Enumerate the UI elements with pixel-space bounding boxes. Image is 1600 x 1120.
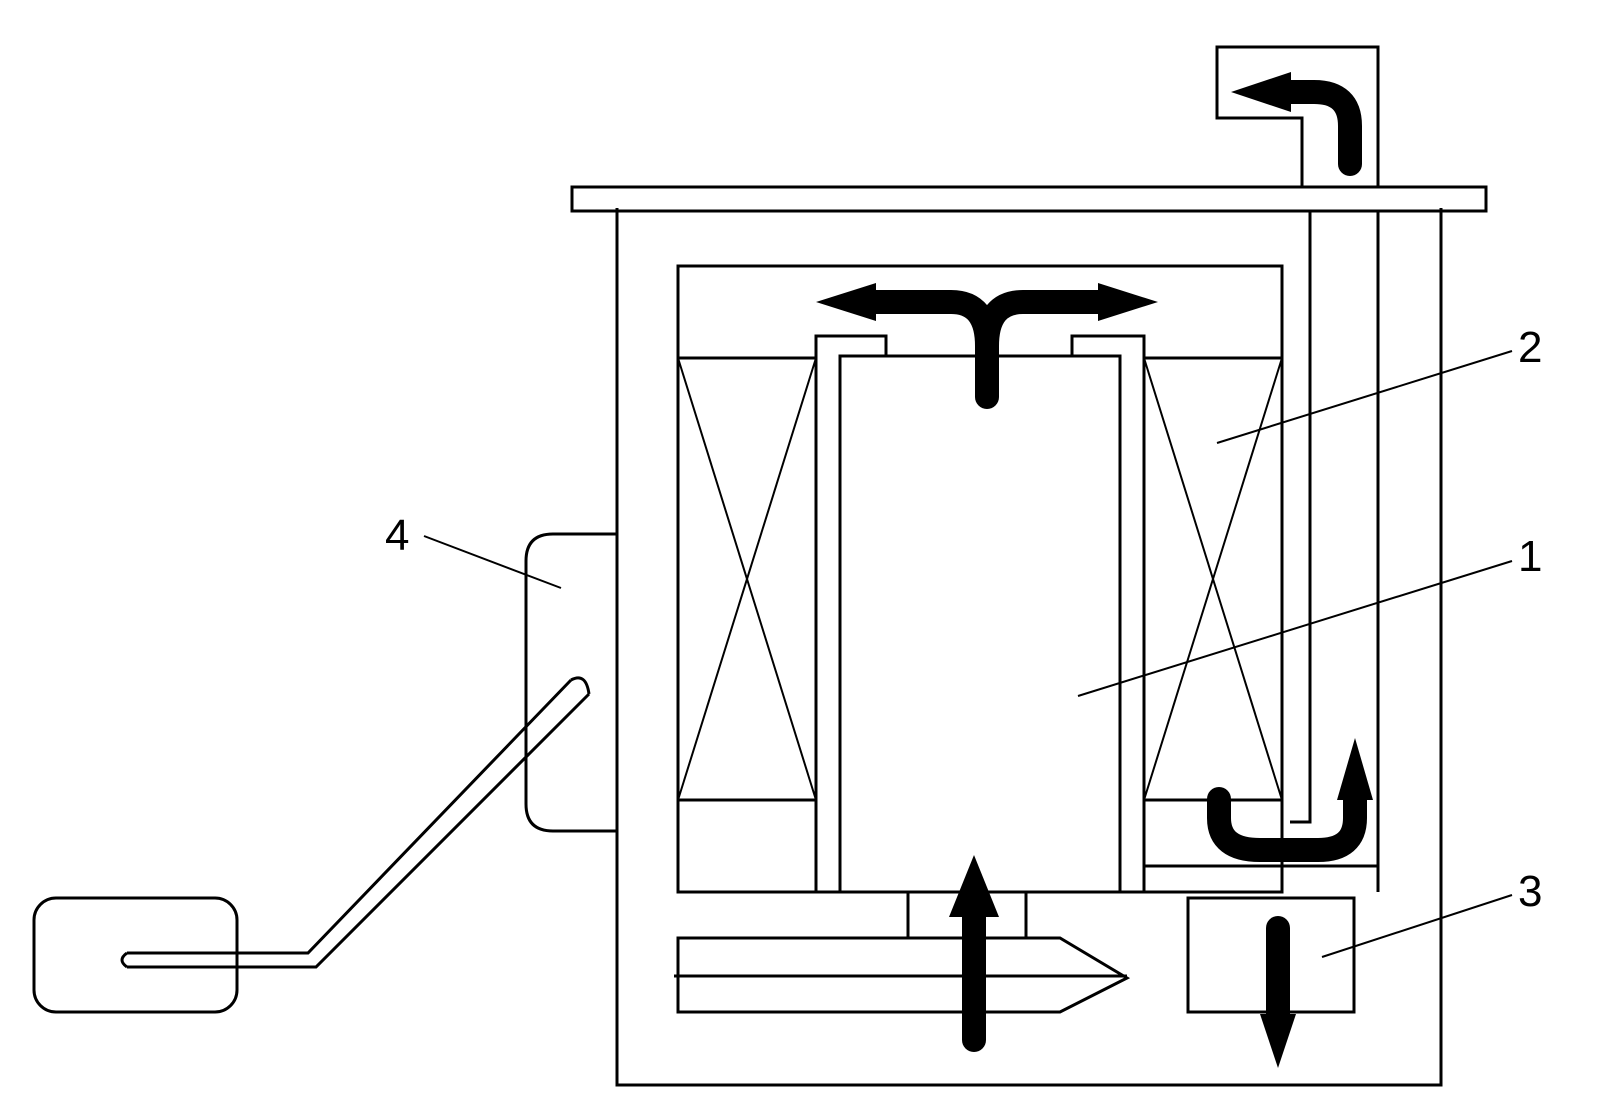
leader-lines bbox=[423, 350, 1513, 958]
callout-4: 4 bbox=[385, 511, 410, 560]
module-flange bbox=[570, 185, 1488, 213]
right-winding bbox=[1142, 356, 1284, 802]
leader-line-3 bbox=[1321, 894, 1513, 958]
level-sender bbox=[32, 532, 617, 1014]
float-arm-end bbox=[120, 951, 128, 969]
callout-3: 3 bbox=[1518, 867, 1543, 916]
u-turn-flow-arrow bbox=[1207, 783, 1367, 862]
sender-housing bbox=[524, 532, 617, 833]
flow-arrow-left bbox=[860, 290, 999, 409]
leader-line-1 bbox=[1077, 560, 1513, 697]
inlet-assembly bbox=[674, 892, 1131, 1014]
outlet-flow-arrow bbox=[1273, 80, 1362, 176]
armature-body bbox=[838, 354, 1122, 894]
float-arm-outer bbox=[127, 678, 573, 955]
inlet-strainer bbox=[676, 936, 1131, 1014]
flow-arrow-right bbox=[975, 290, 1114, 358]
module-housing bbox=[570, 185, 1488, 1087]
flow-arrows bbox=[816, 72, 1373, 1068]
float bbox=[32, 896, 239, 1014]
leader-line-2 bbox=[1216, 350, 1513, 444]
pump-armature bbox=[814, 334, 1146, 894]
float-arm-inner bbox=[127, 692, 591, 969]
callout-2: 2 bbox=[1518, 323, 1543, 372]
left-winding bbox=[676, 356, 818, 802]
leader-line-4 bbox=[423, 535, 562, 589]
float-arm-tip bbox=[570, 676, 591, 695]
callout-1: 1 bbox=[1518, 532, 1543, 581]
